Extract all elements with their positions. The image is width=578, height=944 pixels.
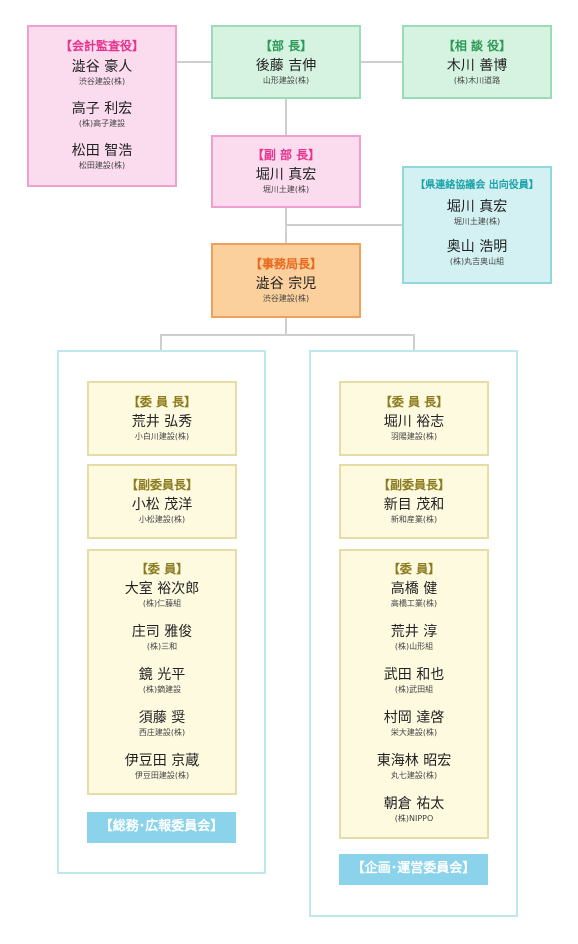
liaison-entry: 奥山 浩明 (株)丸吉奥山組 [404,238,550,268]
person-name: 奥山 浩明 [446,239,508,255]
member-entry: 高橋 健 高橋工業(株) [341,580,487,610]
member-entry: 村岡 達啓 栄大建設(株) [341,709,487,739]
committee-vice-company: 新和産業(株) [390,515,438,524]
connector-chairman-vice [285,98,287,136]
advisor-name: 木川 善博 [446,58,508,74]
committee-vice-title: 【副委員長】 [125,478,198,492]
chairman-box: 【部 長】 後藤 吉伸 山形建設(株) [211,25,361,99]
secretary-company: 渋谷建設(株) [262,294,310,303]
committee-label-general-affairs: 【総務･広報委員会】 [87,812,236,843]
person-company: 松田建設(株) [78,161,126,170]
chairman-name: 後藤 吉伸 [255,58,317,74]
committee-vice-box: 【副委員長】 新目 茂和 新和産業(株) [339,464,489,539]
liaison-title: 【県連絡協議会 出向役員】 [415,180,539,191]
committee-members-title: 【委 員】 [387,562,441,576]
liaison-entry: 堀川 真宏 堀川土建(株) [404,198,550,228]
person-company: (株)丸吉奥山組 [449,257,505,266]
person-name: 松田 智浩 [71,143,133,159]
person-company: (株)仁藤組 [142,599,182,608]
connector-chairman-advisor [360,61,403,63]
secretary-title: 【事務局長】 [249,257,322,271]
connector-horizontal [160,334,415,336]
member-entry: 東海林 昭宏 丸七建設(株) [341,752,487,782]
committee-chair-name: 堀川 裕志 [383,414,445,430]
person-name: 澁谷 豪人 [71,59,133,75]
member-entry: 庄司 雅俊 (株)三和 [89,623,235,653]
committee-members-box: 【委 員】 高橋 健 高橋工業(株) 荒井 淳 (株)山形組 武田 和也 (株)… [339,549,489,839]
auditor-entry: 高子 利宏 (株)高子建設 [29,100,175,130]
person-name: 庄司 雅俊 [131,624,193,640]
secretary-name: 澁谷 宗児 [255,276,317,292]
committee-chair-box: 【委 員 長】 堀川 裕志 羽陽建設(株) [339,381,489,456]
person-company: (株)三和 [146,642,178,651]
person-company: 高橋工業(株) [390,599,438,608]
person-company: (株)武田組 [394,685,434,694]
committee-vice-title: 【副委員長】 [377,478,450,492]
person-name: 朝倉 祐太 [383,796,445,812]
member-entry: 鏡 光平 (株)鏑建設 [89,666,235,696]
person-company: 丸七建設(株) [390,771,438,780]
committee-vice-company: 小松建設(株) [138,515,186,524]
person-name: 武田 和也 [383,667,445,683]
person-company: (株)鏑建設 [142,685,182,694]
committee-members-title: 【委 員】 [135,562,189,576]
person-name: 堀川 真宏 [446,199,508,215]
person-company: (株)山形組 [394,642,434,651]
committee-vice-name: 小松 茂洋 [131,497,193,513]
liaison-box: 【県連絡協議会 出向役員】 堀川 真宏 堀川土建(株) 奥山 浩明 (株)丸吉奥… [402,166,552,284]
secretary-box: 【事務局長】 澁谷 宗児 渋谷建設(株) [211,243,361,318]
auditors-title: 【会計監査役】 [59,39,144,53]
committee-chair-box: 【委 員 長】 荒井 弘秀 小白川建設(株) [87,381,237,456]
committee-chair-company: 羽陽建設(株) [390,432,438,441]
connector-liaison [287,224,403,226]
chairman-title: 【部 長】 [259,39,313,53]
person-company: 栄大建設(株) [390,728,438,737]
person-company: 伊豆田建設(株) [134,771,190,780]
committee-label-planning: 【企画･運営委員会】 [339,854,488,885]
advisor-company: (株)木川道路 [453,76,501,85]
advisor-box: 【相 談 役】 木川 善博 (株)木川道路 [402,25,552,99]
auditor-entry: 澁谷 豪人 渋谷建設(株) [29,58,175,88]
person-company: 渋谷建設(株) [78,77,126,86]
member-entry: 朝倉 祐太 (株)NIPPO [341,795,487,825]
member-entry: 須藤 奨 西庄建設(株) [89,709,235,739]
person-company: 西庄建設(株) [138,728,186,737]
committee-chair-company: 小白川建設(株) [134,432,190,441]
connector-vice-secretary [285,207,287,244]
auditor-entry: 松田 智浩 松田建設(株) [29,142,175,172]
vice-chairman-title: 【副 部 長】 [251,148,321,162]
person-name: 鏡 光平 [138,667,186,683]
person-name: 荒井 淳 [390,624,438,640]
person-name: 大室 裕次郎 [124,581,200,597]
committee-members-box: 【委 員】 大室 裕次郎 (株)仁藤組 庄司 雅俊 (株)三和 鏡 光平 (株)… [87,549,237,795]
chairman-company: 山形建設(株) [262,76,310,85]
member-entry: 荒井 淳 (株)山形組 [341,623,487,653]
vice-chairman-name: 堀川 真宏 [255,167,317,183]
person-company: 堀川土建(株) [453,217,501,226]
committee-chair-title: 【委 員 長】 [379,395,449,409]
person-name: 高子 利宏 [71,101,133,117]
member-entry: 大室 裕次郎 (株)仁藤組 [89,580,235,610]
advisor-title: 【相 談 役】 [442,39,512,53]
vice-chairman-box: 【副 部 長】 堀川 真宏 堀川土建(株) [211,135,361,208]
person-name: 東海林 昭宏 [376,753,452,769]
auditors-box: 【会計監査役】 澁谷 豪人 渋谷建設(株) 高子 利宏 (株)高子建設 松田 智… [27,25,177,187]
committee-chair-title: 【委 員 長】 [127,395,197,409]
connector-auditors-chairman [176,61,212,63]
committee-vice-name: 新目 茂和 [383,497,445,513]
vice-chairman-company: 堀川土建(株) [262,185,310,194]
person-name: 伊豆田 京蔵 [124,753,200,769]
person-name: 須藤 奨 [138,710,186,726]
committee-chair-name: 荒井 弘秀 [131,414,193,430]
person-company: (株)NIPPO [394,814,434,823]
person-name: 高橋 健 [390,581,438,597]
person-company: (株)高子建設 [78,119,126,128]
connector-secretary-down [285,317,287,335]
person-name: 村岡 達啓 [383,710,445,726]
member-entry: 伊豆田 京蔵 伊豆田建設(株) [89,752,235,782]
committee-vice-box: 【副委員長】 小松 茂洋 小松建設(株) [87,464,237,539]
member-entry: 武田 和也 (株)武田組 [341,666,487,696]
